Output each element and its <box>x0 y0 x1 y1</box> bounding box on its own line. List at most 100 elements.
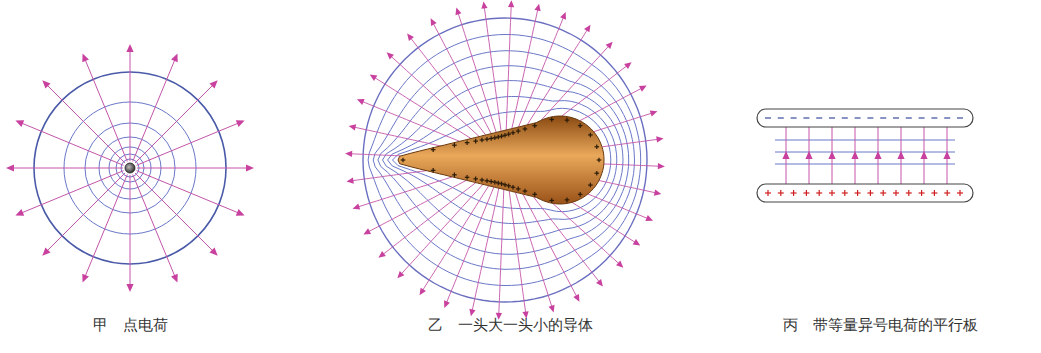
charge-sign <box>508 132 509 137</box>
arrow-head <box>378 251 385 258</box>
arrow-head <box>420 288 426 296</box>
arrow-head <box>15 209 24 216</box>
arrow-head <box>346 177 353 183</box>
charge-sign <box>793 190 794 196</box>
charge-sign <box>921 190 922 196</box>
field-line <box>458 13 496 132</box>
charge-sign <box>844 190 845 196</box>
conductor-figure <box>345 0 665 320</box>
charge-sign <box>494 135 495 140</box>
charge-sign <box>433 147 434 152</box>
arrow-head <box>469 309 475 317</box>
charge-sign <box>919 117 925 118</box>
arrow-head <box>42 247 50 255</box>
charge-sign <box>475 177 476 182</box>
charge-sign <box>551 198 552 203</box>
charge-sign <box>931 117 937 118</box>
arrow-head <box>650 110 658 116</box>
field-line <box>355 127 441 146</box>
charge-sign <box>524 189 525 194</box>
equipotential-line <box>393 108 611 211</box>
field-line <box>572 202 635 242</box>
charge-sign <box>498 181 499 186</box>
arrow-head <box>387 52 394 59</box>
charge-sign <box>504 182 505 187</box>
field-line <box>447 187 494 303</box>
equipotential-line <box>373 51 634 270</box>
charge-sign <box>466 140 467 145</box>
negative-plate <box>757 109 973 127</box>
arrow-head <box>455 8 461 16</box>
charge-sign <box>596 171 597 176</box>
charge-sign <box>906 117 912 118</box>
charge-sign <box>816 117 822 118</box>
arrow-head <box>654 189 662 195</box>
figure-caption: 乙 一头大一头小的导体 <box>428 316 593 335</box>
field-line <box>21 123 124 165</box>
arrow-head <box>560 12 566 20</box>
field-line <box>358 177 452 207</box>
charge-sign <box>534 192 535 197</box>
charge-sign <box>895 190 896 196</box>
charge-sign <box>867 117 873 118</box>
arrow-head <box>82 53 89 62</box>
charge-sign <box>803 117 809 118</box>
figure-caption: 甲 点电荷 <box>93 316 168 335</box>
charge-sign <box>580 192 581 197</box>
equipotential-line <box>368 35 641 286</box>
field-line <box>484 7 501 131</box>
charge-sign <box>512 185 513 190</box>
charge-sign <box>857 190 858 196</box>
field-line <box>135 173 213 251</box>
point-charge <box>125 163 135 173</box>
charge-sign <box>534 123 535 128</box>
charge-sign <box>486 178 487 183</box>
arrow-head <box>126 284 133 292</box>
field-line <box>541 46 608 120</box>
arrow-head <box>805 151 812 159</box>
charge-sign <box>806 190 807 196</box>
arrow-head <box>209 247 217 255</box>
arrow-head <box>573 294 579 302</box>
equipotential-line <box>363 18 647 302</box>
arrow-head <box>828 151 835 159</box>
charge-sign <box>880 117 886 118</box>
field-line <box>351 154 400 156</box>
charge-sign <box>566 198 567 203</box>
charge-sign <box>791 117 797 118</box>
charge-sign <box>580 123 581 128</box>
field-line <box>85 174 127 277</box>
field-line <box>506 6 511 130</box>
field-line <box>533 197 599 282</box>
equipotential-line <box>388 97 617 224</box>
arrow-head <box>397 271 404 278</box>
field-line <box>499 189 504 314</box>
charge-sign <box>842 117 848 118</box>
point-charge-figure <box>6 44 254 292</box>
charge-sign <box>566 118 567 123</box>
charge-sign <box>491 179 492 184</box>
arrow-head <box>82 274 89 283</box>
arrow-head <box>584 25 590 33</box>
field-line <box>21 171 124 213</box>
charge-sign <box>498 135 499 140</box>
charge-sign <box>765 117 771 118</box>
field-line <box>401 184 483 274</box>
field-line <box>133 59 175 162</box>
field-line <box>363 102 460 142</box>
field-line <box>47 85 125 163</box>
arrow-head <box>444 300 450 308</box>
field-line <box>391 56 479 136</box>
arrow-head <box>209 80 217 88</box>
field-line <box>136 171 239 213</box>
equipotential-line <box>775 140 955 141</box>
field-line <box>553 203 619 263</box>
charge-sign <box>959 190 960 196</box>
charge-sign <box>481 138 482 143</box>
charge-sign <box>512 130 513 135</box>
arrow-head <box>624 62 631 69</box>
charge-sign <box>780 190 781 196</box>
arrow-head <box>349 124 357 130</box>
equipotential-line <box>775 164 955 165</box>
arrow-head <box>6 164 14 171</box>
